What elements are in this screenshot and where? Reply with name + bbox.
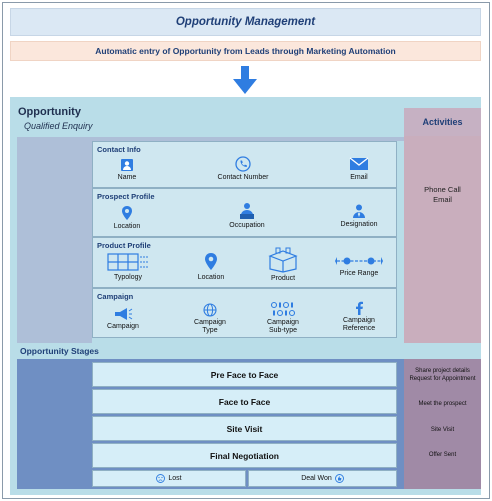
campaign-sub-type-item: Campaign Sub-type — [243, 301, 323, 335]
campaign-item: Campaign — [83, 307, 163, 331]
designation-label: Designation — [340, 221, 378, 228]
product-profile-label: Product Profile — [97, 241, 151, 250]
globe-icon — [203, 303, 217, 317]
prospect-profile-label: Prospect Profile — [97, 192, 155, 201]
campaign-type-label: Campaign Type — [194, 319, 226, 334]
map-pin-icon — [205, 253, 217, 270]
stage-note-line: Request for Appointment — [409, 376, 476, 382]
outcome-lost: Lost — [92, 470, 246, 487]
product-location-item: Location — [171, 252, 251, 282]
stage-note-line: Share project details — [415, 368, 470, 374]
campaign-item-label: Campaign — [107, 323, 139, 330]
activities-column — [404, 108, 481, 343]
stage-final-negotiation: Final Negotiation — [92, 443, 397, 468]
stage-pre-face-to-face: Pre Face to Face — [92, 362, 397, 387]
stage-site-visit: Site Visit — [92, 416, 397, 441]
page-title: Opportunity Management — [10, 8, 481, 36]
stages-left-column — [17, 359, 92, 489]
stage-note-site-visit: Site Visit — [430, 427, 455, 433]
map-pin-icon — [122, 206, 132, 220]
facebook-icon — [356, 301, 363, 315]
campaign-reference-item: Campaign Reference — [319, 301, 399, 333]
stages-notes-column — [404, 359, 481, 489]
contact-name-item: Name — [87, 158, 167, 182]
outcome-won-label: Deal Won — [301, 475, 332, 482]
section-band — [92, 137, 404, 141]
stages-heading: Opportunity Stages — [20, 346, 99, 356]
envelope-icon — [349, 157, 369, 170]
activity-phone-call: Phone Call — [424, 185, 461, 194]
outcome-lost-label: Lost — [168, 475, 182, 482]
opportunity-subtitle: Qualified Enquiry — [24, 121, 93, 131]
contact-number-item: Contact Number — [203, 156, 283, 182]
prospect-location-label: Location — [113, 223, 141, 230]
campaign-label: Campaign — [97, 292, 134, 301]
designation-item: Designation — [319, 203, 399, 229]
product-location-label: Location — [197, 274, 225, 281]
contact-info-label: Contact Info — [97, 145, 141, 154]
typology-icon — [107, 253, 149, 271]
stage-note-final-negotiation: Offer Sent — [428, 452, 457, 458]
occupation-item: Occupation — [207, 202, 287, 230]
product-profile-section: Product Profile Typology Location Produc… — [92, 237, 397, 288]
contact-email-item: Email — [319, 156, 399, 182]
sad-face-icon — [156, 474, 166, 483]
stage-face-to-face: Face to Face — [92, 389, 397, 414]
box-icon — [268, 247, 298, 273]
price-range-item: Price Range — [319, 254, 399, 278]
megaphone-icon — [115, 308, 133, 320]
contact-number-label: Contact Number — [217, 174, 269, 181]
campaign-section: Campaign Campaign Campaign Type Campai — [92, 288, 397, 338]
activity-email: Email — [433, 195, 452, 204]
product-item: Product — [243, 247, 323, 283]
outcome-deal-won: Deal Won — [248, 470, 397, 487]
phone-icon — [235, 156, 251, 172]
stage-note-face-to-face: Meet the prospect — [418, 401, 467, 407]
left-column — [17, 137, 92, 343]
campaign-type-item: Campaign Type — [170, 303, 250, 335]
campaign-sub-type-label: Campaign Sub-type — [267, 319, 299, 334]
prospect-location-item: Location — [87, 205, 167, 231]
stages-header-bar — [10, 343, 481, 359]
contact-email-label: Email — [350, 174, 368, 181]
typology-label: Typology — [113, 274, 143, 281]
contact-card-icon — [121, 159, 133, 171]
thumbs-up-icon — [334, 474, 344, 483]
opportunity-title: Opportunity — [18, 106, 81, 118]
person-tie-icon — [353, 204, 365, 218]
activities-heading: Activities — [404, 108, 481, 136]
typology-item: Typology — [88, 252, 168, 282]
slider-range-icon — [335, 257, 383, 265]
price-range-label: Price Range — [339, 270, 379, 277]
contact-info-section: Contact Info Name Contact Number Email — [92, 141, 397, 188]
stage-note-pre-face-to-face: Share project details Request for Appoin… — [404, 367, 481, 383]
occupation-icon — [240, 203, 254, 219]
contact-name-label: Name — [117, 174, 137, 181]
activities-list: Phone Call Email — [404, 185, 481, 205]
campaign-reference-label: Campaign Reference — [342, 317, 376, 332]
prospect-profile-section: Prospect Profile Location Occupation Des… — [92, 188, 397, 237]
occupation-label: Occupation — [229, 222, 265, 229]
down-arrow-icon — [233, 66, 257, 94]
binary-icon — [270, 301, 296, 317]
product-label: Product — [270, 275, 296, 282]
page-subtitle: Automatic entry of Opportunity from Lead… — [10, 41, 481, 61]
